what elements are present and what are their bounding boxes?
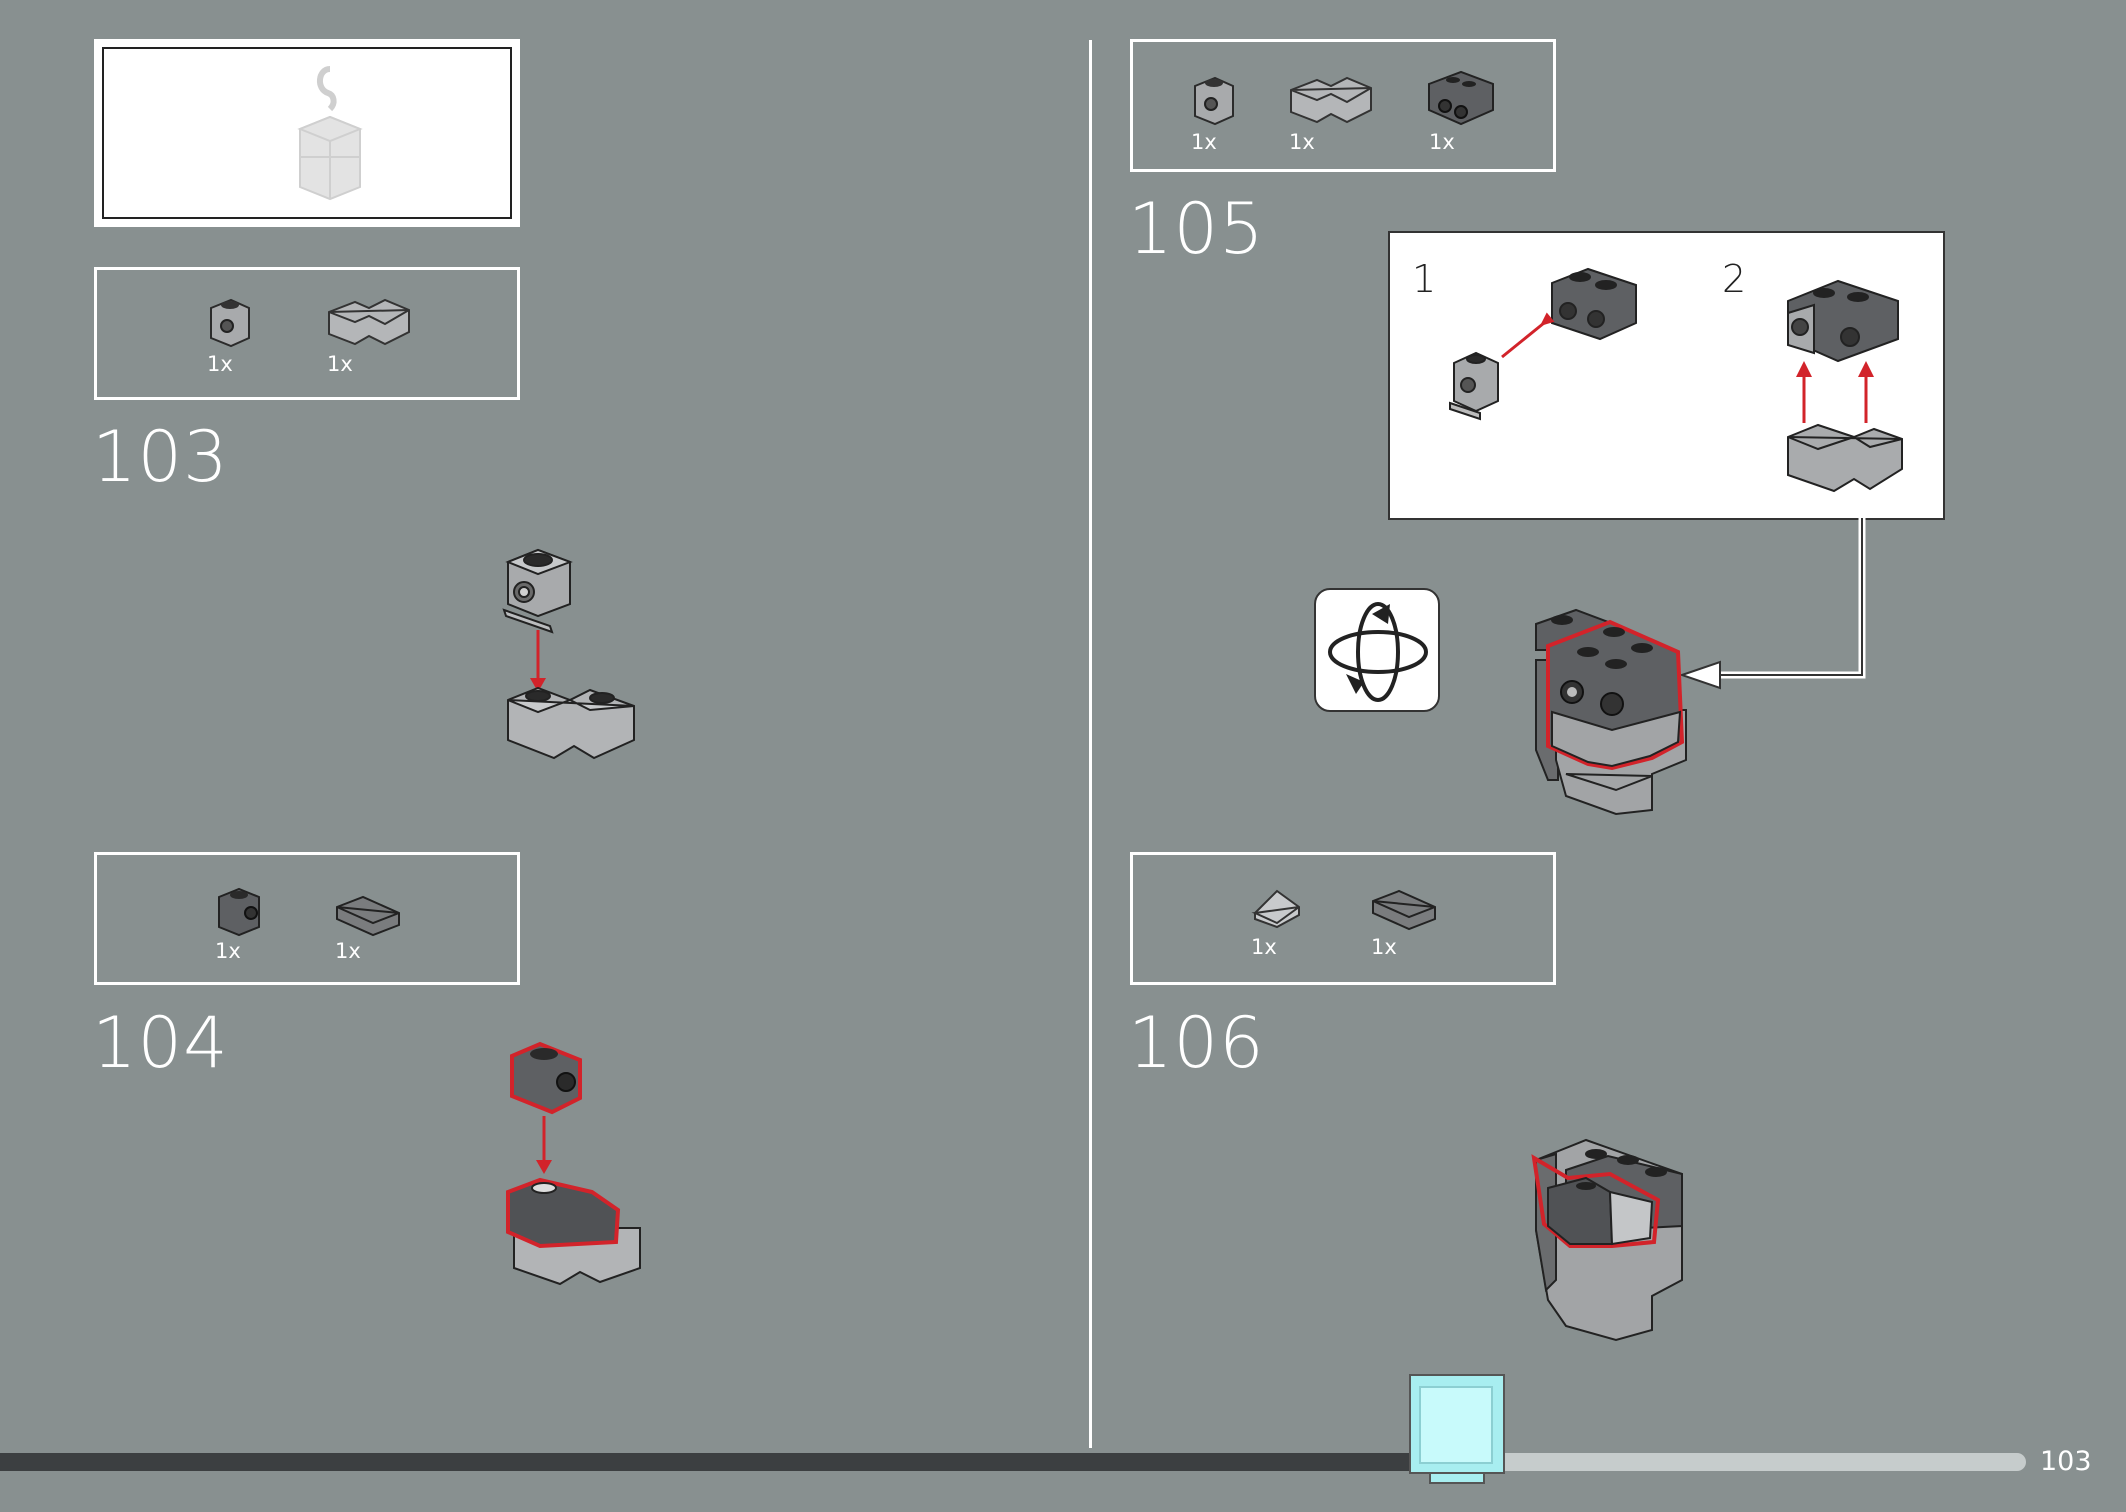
step-number: 103	[92, 416, 229, 498]
step-103-illustration	[502, 548, 635, 760]
substep-label: 1	[1412, 257, 1437, 301]
substep-label: 2	[1722, 257, 1747, 301]
corner-plate-icon	[328, 298, 410, 346]
part-qty: 1x	[1251, 935, 1277, 959]
part-qty: 1x	[207, 352, 233, 376]
parts-list-105: 1x 1x 1x	[1130, 39, 1556, 172]
step-number: 106	[1128, 1002, 1265, 1084]
callout-connector	[1678, 518, 1866, 690]
part-qty: 1x	[1289, 130, 1315, 154]
bracket-brick-icon	[1194, 76, 1234, 126]
step-number: 105	[1128, 188, 1265, 270]
part-qty: 1x	[327, 352, 353, 376]
corner-plate-icon	[1290, 76, 1372, 124]
part-qty: 1x	[335, 939, 361, 963]
rotate-model-icon	[1314, 588, 1440, 712]
parts-list-104: 1x 1x	[94, 852, 520, 985]
bracket-brick-icon	[210, 298, 250, 348]
progress-bar	[0, 1453, 2026, 1471]
step-106-illustration	[1531, 1138, 1683, 1342]
part-qty: 1x	[1191, 130, 1217, 154]
progress-marker	[1409, 1374, 1505, 1484]
subassembly-callout	[94, 39, 520, 227]
parts-list-103: 1x 1x	[94, 267, 520, 400]
progress-fill	[0, 1453, 1499, 1471]
dark-bracket-brick-icon	[218, 887, 260, 937]
substep-1-illustration	[1449, 267, 1637, 421]
part-qty: 1x	[1371, 935, 1397, 959]
substep-2-illustration	[1787, 279, 1903, 493]
page-number: 103	[2040, 1446, 2092, 1477]
step-105-illustration	[1535, 608, 1687, 816]
slope-tile-icon	[336, 895, 400, 937]
part-qty: 1x	[215, 939, 241, 963]
parts-list-106: 1x 1x	[1130, 852, 1556, 985]
page-divider	[1089, 40, 1092, 1448]
dark-slope-icon	[1372, 889, 1436, 931]
minifig-hand-with-hook-icon	[297, 66, 363, 201]
step-104-illustration	[506, 1041, 641, 1286]
part-qty: 1x	[1429, 130, 1455, 154]
dark-brick-2x2-icon	[1428, 70, 1494, 126]
step-number: 104	[92, 1002, 229, 1084]
substep-callout: 1 2	[1388, 231, 1945, 520]
light-slope-icon	[1251, 889, 1300, 929]
